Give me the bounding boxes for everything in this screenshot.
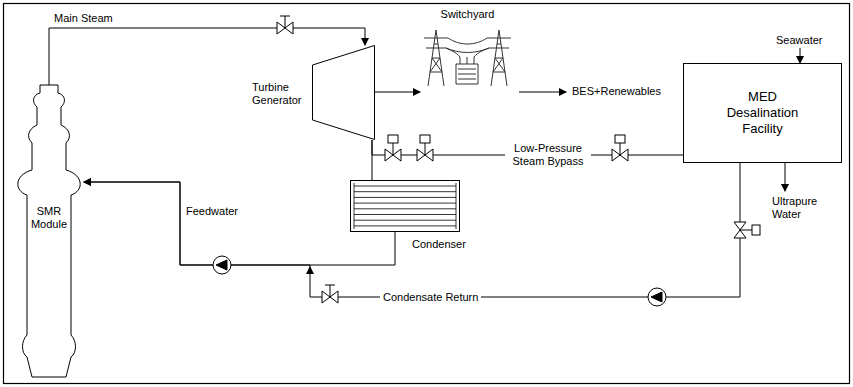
- turbine-symbol: [312, 45, 375, 140]
- condenser-box: Condenser: [350, 180, 460, 232]
- manual-valve: [277, 16, 293, 34]
- junction-arrow: [306, 266, 314, 274]
- flow-line: [84, 163, 740, 297]
- process-box: MED Desalination Facility: [683, 63, 842, 163]
- edge-label: Low-Pressure Steam Bypass: [505, 142, 591, 168]
- switchyard-illustration: [420, 24, 515, 86]
- turbine-generator: Turbine Generator: [312, 45, 375, 140]
- seawater-arrow: [800, 48, 801, 63]
- annotation-label: Seawater: [776, 34, 822, 47]
- control-valve: [417, 135, 433, 161]
- flow-line: [375, 92, 420, 93]
- control-valve: [734, 222, 760, 238]
- node-label: Turbine Generator: [252, 81, 309, 107]
- edge-label: Feedwater: [186, 205, 238, 218]
- condenser-tubes: [350, 180, 460, 232]
- node-label: Condenser: [412, 238, 466, 251]
- reactor-module: SMR Module: [14, 85, 84, 377]
- flow-line: [84, 182, 395, 265]
- edge-label: Condensate Return: [380, 291, 481, 304]
- reactor-outline: [14, 85, 84, 377]
- pump-symbol: [213, 256, 231, 274]
- node-label: MED Desalination Facility: [717, 89, 808, 137]
- annotation-label: Ultrapure Water: [772, 195, 832, 221]
- pump-symbol: [648, 288, 666, 306]
- manual-valve: [322, 285, 338, 303]
- node-label: Switchyard: [410, 8, 525, 21]
- control-valve: [385, 135, 401, 161]
- frame-border: [4, 4, 850, 384]
- ultrapure-arrow: [785, 163, 786, 191]
- edge-label: Main Steam: [54, 12, 113, 25]
- control-valve: [612, 135, 628, 161]
- power-arrow: [519, 92, 566, 93]
- annotation-label: BES+Renewables: [572, 85, 661, 98]
- node-label: SMR Module: [27, 205, 71, 231]
- switchyard-node: Switchyard: [420, 24, 515, 86]
